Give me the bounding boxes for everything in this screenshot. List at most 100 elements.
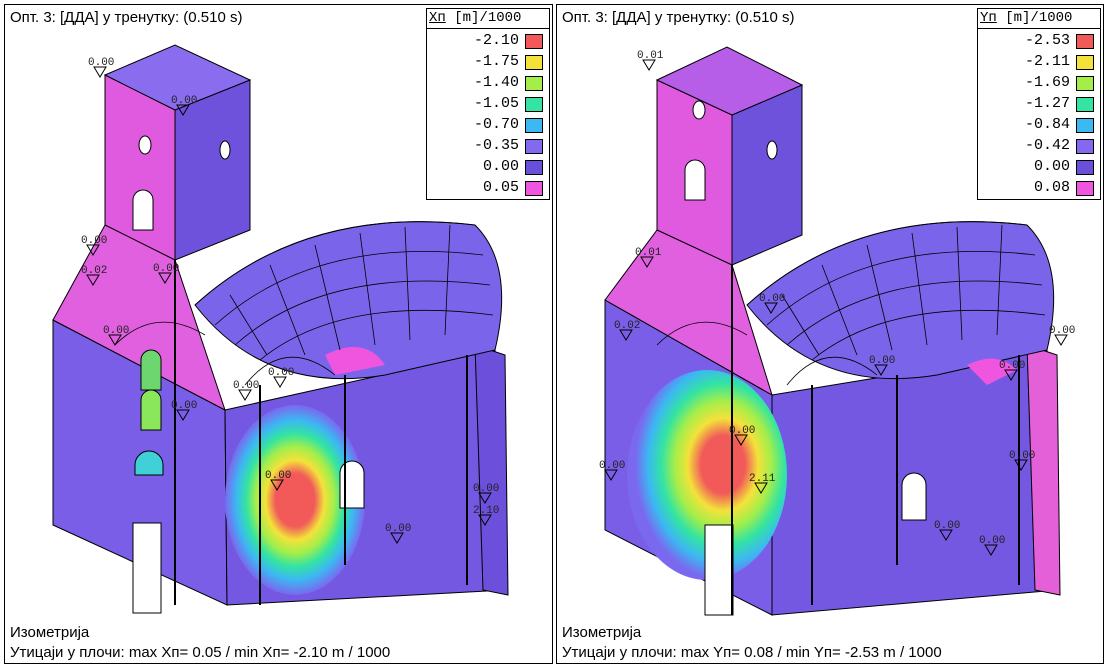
support-marker: 0.01	[635, 247, 662, 268]
summary-caption: Утицаји у плочи: max Xп= 0.05 / min Xп= …	[10, 644, 391, 661]
legend-row: 0.05	[427, 178, 549, 199]
tower-window	[684, 159, 706, 201]
door-opening	[132, 522, 162, 614]
support-value-label: 0.00	[385, 523, 411, 535]
support-value-label: 0.00	[171, 400, 197, 412]
window-south	[339, 460, 365, 509]
support-marker: 0.02	[81, 265, 107, 286]
vault-grid	[114, 221, 494, 386]
support-marker: 0.01	[637, 50, 664, 71]
tower-window	[132, 189, 154, 231]
support-marker: 0.00	[265, 470, 291, 491]
legend-value: -1.05	[473, 95, 519, 112]
support-marker: 0.00	[869, 355, 895, 376]
support-marker: 0.00	[1049, 325, 1075, 346]
tower-side	[174, 79, 251, 261]
legend-variable: Xп	[429, 10, 446, 26]
support-value-label: 0.00	[268, 367, 294, 379]
legend-row: -0.42	[978, 136, 1100, 157]
legend-swatch	[1076, 181, 1094, 196]
support-marker: 0.00	[473, 483, 499, 504]
door-opening	[704, 524, 734, 616]
legend-swatch	[525, 160, 543, 175]
wall-window-1	[140, 349, 162, 391]
legend-swatch	[525, 139, 543, 154]
support-value-label: 0.00	[729, 425, 755, 437]
support-value-label: 0.01	[635, 247, 662, 259]
legend-value: 0.00	[482, 158, 519, 175]
panel-y-displacement: 0.01 0.01 0.02 0.00 0.00 0.00 0.00 0.00 0.00 0.00…	[556, 4, 1104, 664]
support-value-label: 0.00	[869, 355, 895, 367]
legend-header: Xп [m]/1000	[427, 9, 549, 29]
support-marker: 0.00	[233, 380, 259, 401]
support-value-label: 0.00	[171, 95, 197, 107]
legend-value: 0.05	[482, 179, 519, 196]
legend-value: -0.70	[473, 116, 519, 133]
support-value-label: 0.00	[473, 483, 499, 495]
support-value-label: 0.00	[999, 360, 1025, 372]
support-value-label: 2.10	[473, 505, 499, 517]
legend-value: -0.42	[1024, 137, 1070, 154]
legend-swatch	[525, 97, 543, 112]
legend-row: -0.35	[427, 136, 549, 157]
wall-window-2	[140, 389, 162, 431]
legend-row: 0.00	[427, 157, 549, 178]
legend-swatch	[525, 76, 543, 91]
legend-value: -0.35	[473, 137, 519, 154]
legend-row: 0.08	[978, 178, 1100, 199]
support-value-label: 0.00	[599, 460, 625, 472]
support-marker: 0.00	[979, 535, 1005, 556]
columns	[174, 260, 468, 605]
legend-swatch	[525, 118, 543, 133]
legend-unit: [m]/1000	[996, 10, 1073, 26]
legend-value: -1.40	[473, 74, 519, 91]
contour-field	[627, 370, 787, 580]
legend-unit: [m]/1000	[445, 10, 522, 26]
view-caption: Изометрија	[562, 624, 642, 641]
legend: Yп [m]/1000 -2.53 -2.11 -1.69 -1.27 -0.8…	[977, 8, 1101, 200]
model-view-y: 0.01 0.01 0.02 0.00 0.00 0.00 0.00 0.00 0.00 0.00…	[599, 46, 1075, 616]
window-south	[901, 472, 927, 521]
panel-title: Опт. 3: [ДДА] у тренутку: (0.510 s)	[10, 9, 243, 26]
support-marker: 0.00	[1009, 450, 1035, 471]
support-value-label: 0.00	[153, 263, 179, 275]
vault-main	[746, 221, 1055, 380]
legend-row: -2.53	[978, 31, 1100, 52]
support-value-label: 0.00	[81, 235, 107, 247]
legend-value: -2.10	[473, 32, 519, 49]
legend-row: 0.00	[978, 157, 1100, 178]
vault-grid	[656, 221, 1046, 386]
support-value-label: 0.00	[233, 380, 259, 392]
legend-value: 0.00	[1033, 158, 1070, 175]
legend-header: Yп [m]/1000	[978, 9, 1100, 29]
legend-row: -1.27	[978, 94, 1100, 115]
legend-value: -2.11	[1024, 53, 1070, 70]
legend-variable: Yп	[980, 10, 997, 26]
support-value-label: 0.00	[934, 520, 960, 532]
legend-swatch	[525, 55, 543, 70]
panel-x-displacement: 0.00 0.00 0.00 0.02 0.00 0.00 0.00 0.00 0.00 0.00…	[4, 4, 553, 664]
support-marker: 0.00	[153, 263, 179, 284]
legend-swatch	[1076, 55, 1094, 70]
wall-south-right	[474, 344, 509, 596]
legend-swatch	[1076, 97, 1094, 112]
summary-caption: Утицаји у плочи: max Yп= 0.08 / min Yп= …	[562, 644, 942, 661]
legend-swatch	[1076, 118, 1094, 133]
tower-oculus-side	[219, 140, 231, 160]
legend-row: -2.10	[427, 31, 549, 52]
legend-row: -2.11	[978, 52, 1100, 73]
support-value-label: 0.00	[103, 325, 129, 337]
tower-oculus-side	[766, 140, 778, 160]
support-value-label: 0.02	[614, 320, 640, 332]
support-value-label: 0.00	[979, 535, 1005, 547]
support-value-label: 0.01	[637, 50, 664, 62]
support-marker: 0.00	[81, 235, 107, 256]
legend-swatch	[1076, 34, 1094, 49]
legend-swatch	[525, 181, 543, 196]
tower-oculus	[692, 100, 706, 120]
vault-pink-zone	[325, 347, 385, 375]
support-marker: 0.00	[171, 400, 197, 421]
support-marker: 2.11	[749, 473, 776, 494]
wall-window-3	[134, 450, 164, 476]
legend-swatch	[1076, 139, 1094, 154]
